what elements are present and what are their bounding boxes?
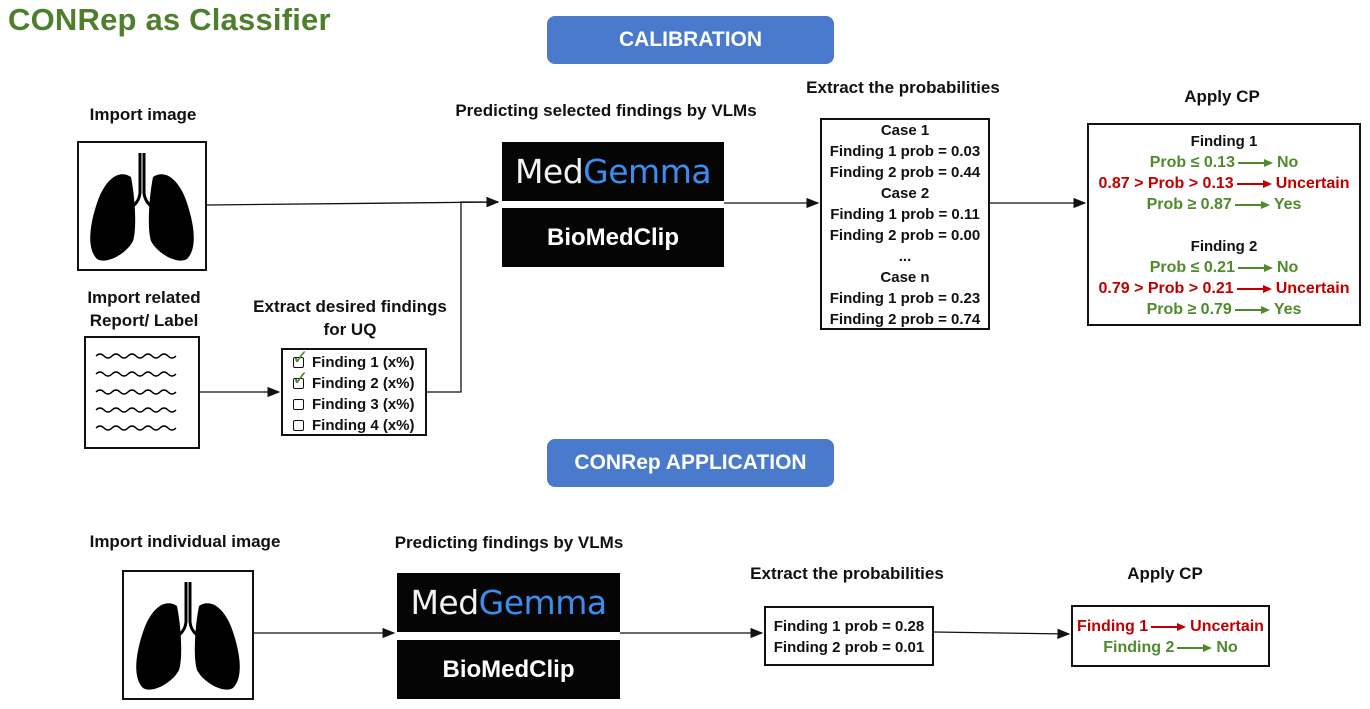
app-apply-cp-label: Apply CP	[1127, 564, 1203, 583]
checkbox[interactable]	[293, 420, 304, 431]
app-cp-results-box: Finding 1 Uncertain Finding 2 No	[1071, 605, 1270, 667]
prob-line: Finding 2 prob = 0.44	[829, 164, 981, 181]
checklist-item[interactable]: Finding 3 (x%)	[283, 394, 425, 415]
arrow-right-icon	[1177, 643, 1213, 652]
page-title: CONRep as Classifier	[8, 2, 331, 37]
cp-finding-title: Finding 1	[1190, 133, 1258, 150]
import-image-label: Import image	[89, 105, 197, 124]
application-header: CONRep APPLICATION	[547, 439, 834, 487]
prob-line: Finding 1 prob = 0.28	[773, 618, 925, 635]
cp-rule: 0.79 > Prob > 0.21 Uncertain	[1098, 279, 1350, 297]
cp-finding-title: Finding 2	[1190, 238, 1258, 255]
app-medgemma-logo: MedGemma	[397, 573, 620, 632]
checklist-item[interactable]: ✓ Finding 1 (x%)	[292, 347, 415, 371]
checkmark-icon: ✓	[292, 368, 309, 390]
findings-checklist: ✓ Finding 1 (x%) ✓ Finding 2 (x%) Findin…	[281, 348, 427, 436]
import-individual-image-label: Import individual image	[89, 532, 281, 551]
apply-cp-label: Apply CP	[1184, 87, 1260, 106]
arrow-right-icon	[1237, 158, 1273, 167]
prob-line: Finding 1 prob = 0.23	[829, 290, 981, 307]
checkbox[interactable]: ✓	[292, 348, 309, 368]
arrow-right-icon	[1151, 622, 1187, 631]
cp-rules-box: Finding 1 Prob ≤ 0.13 No 0.87 > Prob > 0…	[1087, 123, 1361, 326]
prob-line: Finding 2 prob = 0.01	[773, 639, 925, 656]
arrow-image-to-vlm	[206, 196, 500, 208]
cp-result: Finding 2 No	[1103, 638, 1238, 656]
app-predict-label: Predicting findings by VLMs	[394, 533, 624, 552]
prob-line: Finding 2 prob = 0.00	[829, 227, 981, 244]
prob-line: Finding 2 prob = 0.74	[829, 311, 981, 328]
checkbox[interactable]	[293, 399, 304, 410]
calibration-header: CALIBRATION	[547, 16, 834, 64]
arrow-right-icon	[1234, 200, 1270, 209]
report-text-icon	[95, 353, 177, 431]
lung-image-box	[77, 141, 207, 271]
extract-findings-label: Extract desired findings for UQ	[253, 297, 447, 339]
prob-line: Case 1	[880, 122, 930, 139]
import-report-label: Import related Report/ Label	[87, 288, 201, 330]
app-probabilities-box: Finding 1 prob = 0.28 Finding 2 prob = 0…	[764, 606, 934, 666]
medgemma-logo: MedGemma	[502, 142, 724, 201]
arrow-right-icon	[1236, 179, 1272, 188]
probabilities-box: Case 1 Finding 1 prob = 0.03 Finding 2 p…	[820, 118, 990, 330]
cp-rule: Prob ≤ 0.13 No	[1149, 153, 1299, 171]
cp-rule: 0.87 > Prob > 0.13 Uncertain	[1098, 174, 1350, 192]
cp-rule: Prob ≥ 0.79 Yes	[1146, 300, 1302, 318]
lungs-icon	[136, 582, 240, 690]
checkmark-icon: ✓	[292, 347, 309, 369]
biomedclip-box: BioMedClip	[502, 208, 724, 267]
checkbox[interactable]: ✓	[292, 369, 309, 389]
app-extract-prob-label: Extract the probabilities	[750, 564, 944, 583]
arrow-app-prob-to-cp	[933, 628, 1071, 640]
checklist-item[interactable]: Finding 4 (x%)	[283, 415, 425, 436]
lungs-icon	[90, 153, 194, 261]
arrow-checklist-to-vlm	[427, 196, 500, 393]
cp-rule: Prob ≥ 0.87 Yes	[1146, 195, 1302, 213]
predict-selected-label: Predicting selected findings by VLMs	[455, 101, 757, 120]
extract-prob-label: Extract the probabilities	[806, 78, 1000, 97]
prob-line: Case n	[880, 269, 930, 286]
arrow-right-icon	[1237, 263, 1273, 272]
prob-line: ...	[898, 248, 912, 265]
arrow-right-icon	[1234, 305, 1270, 314]
prob-line: Case 2	[880, 185, 930, 202]
app-biomedclip-box: BioMedClip	[397, 640, 620, 699]
app-lung-image-box	[122, 570, 254, 700]
checklist-item[interactable]: ✓ Finding 2 (x%)	[292, 368, 415, 392]
arrow-right-icon	[1236, 284, 1272, 293]
cp-rule: Prob ≤ 0.21 No	[1149, 258, 1299, 276]
cp-result: Finding 1 Uncertain	[1077, 617, 1264, 635]
prob-line: Finding 1 prob = 0.11	[830, 206, 980, 223]
prob-line: Finding 1 prob = 0.03	[829, 143, 981, 160]
report-document-box	[84, 336, 200, 449]
